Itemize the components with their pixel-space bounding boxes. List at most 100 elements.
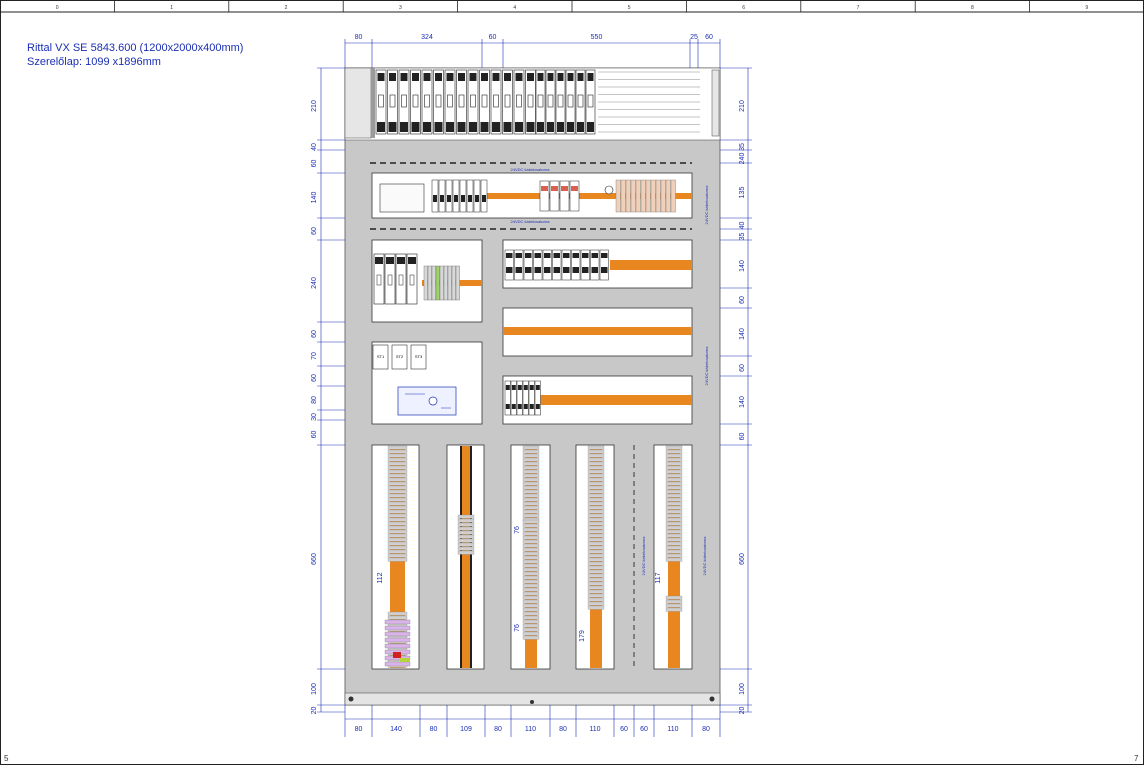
- terminal-block: [522, 505, 540, 510]
- terminal-block: [665, 493, 683, 498]
- terminal-block: [522, 563, 540, 568]
- terminal-block: [457, 534, 475, 539]
- terminal-block: [522, 513, 540, 518]
- terminal-block: [587, 469, 605, 474]
- top-breaker: [410, 69, 421, 135]
- terminal-block: [587, 537, 605, 542]
- terminal-block: [587, 585, 605, 590]
- terminal-block: [522, 615, 540, 620]
- main-switch: [397, 386, 457, 416]
- left-dimension-label: 40: [311, 143, 318, 151]
- terminal-block: [665, 461, 683, 466]
- terminal-block: [665, 517, 683, 522]
- power-supply-device: [379, 183, 425, 213]
- top-cable-entry: [344, 67, 372, 139]
- terminal-block: [387, 513, 408, 518]
- terminal-block: [650, 179, 656, 213]
- terminal-block: [387, 521, 408, 526]
- ruler-label: 8: [971, 5, 974, 11]
- terminal-block: [457, 518, 475, 523]
- top-dimension-label: 80: [355, 34, 363, 41]
- terminal-block: [645, 179, 651, 213]
- right-dimension-label: 135: [739, 187, 746, 199]
- terminal-block: [587, 605, 605, 610]
- terminal-block: [522, 461, 540, 466]
- relay-module: [504, 249, 514, 281]
- duct-label-vertical-1: 24VDC kábelcsatorna: [704, 185, 709, 225]
- terminal-block: [522, 631, 540, 636]
- terminal-block: [522, 465, 540, 470]
- terminal-block: [439, 265, 444, 301]
- terminal-block: [387, 501, 408, 506]
- terminal-block: [665, 457, 683, 462]
- mount-hole: [709, 696, 715, 702]
- relay-module: [542, 249, 552, 281]
- right-dimension-label: 60: [739, 364, 746, 372]
- ruler-label: 6: [742, 5, 745, 11]
- top-breaker: [444, 69, 456, 135]
- terminal-block: [587, 473, 605, 478]
- left-dimension-label: 660: [311, 553, 318, 565]
- relay-module: [514, 249, 524, 281]
- terminal-block: [587, 577, 605, 582]
- terminal-block: [587, 549, 605, 554]
- terminal-block: [665, 179, 671, 213]
- terminal-block: [587, 533, 605, 538]
- bottom-dimension-label: 80: [430, 726, 438, 733]
- left-dimension-label: 70: [311, 352, 318, 360]
- terminal-block: [587, 513, 605, 518]
- relay-module: [599, 249, 609, 281]
- terminal-block: [522, 599, 540, 604]
- terminal-block: [587, 505, 605, 510]
- plate-bottom-flange: [344, 692, 721, 706]
- right-dimension-label: 140: [739, 328, 746, 340]
- top-din-clip: [371, 68, 375, 138]
- mcb-breaker: [510, 380, 517, 416]
- top-breaker: [555, 69, 566, 135]
- terminal-block: [587, 445, 605, 450]
- right-dimension-label: 60: [739, 433, 746, 441]
- terminal-block: [522, 449, 540, 454]
- terminal-block: [387, 517, 408, 522]
- bottom-dimension-label: 110: [525, 726, 536, 733]
- terminal-block: [522, 531, 540, 536]
- terminal-block: [443, 265, 448, 301]
- panel1-terminals: [431, 179, 676, 213]
- panel3-relays: [504, 249, 609, 281]
- vertical-column: [371, 444, 420, 670]
- terminal-block: [423, 265, 428, 301]
- right-dimension-label: 40: [739, 222, 746, 230]
- terminal-block: [522, 583, 540, 588]
- terminal-block: [620, 179, 626, 213]
- duct-horizontal: [538, 395, 692, 405]
- terminal-block: [522, 493, 540, 498]
- terminal-block: [522, 551, 540, 556]
- fuse-terminal: [539, 180, 550, 212]
- duct-label-vertical-4: 24VDC kábelcsatorna: [702, 536, 707, 576]
- terminal-block: [522, 603, 540, 608]
- terminal-block: [387, 541, 408, 546]
- terminal-block: [522, 485, 540, 490]
- plate-size-label: Szerelőlap: 1099 x1896mm: [27, 56, 161, 68]
- left-dimension-label: 60: [311, 431, 318, 439]
- terminal-block: [587, 449, 605, 454]
- terminal-block: [387, 445, 408, 450]
- terminal-block: [522, 575, 540, 580]
- terminal-block: [587, 517, 605, 522]
- left-dimension-label: 60: [311, 330, 318, 338]
- bottom-dimension-label: 109: [460, 726, 472, 733]
- left-dimension-label: 100: [311, 683, 318, 695]
- terminal-block: [665, 557, 683, 562]
- mcb-breaker: [516, 380, 523, 416]
- top-breaker: [490, 69, 502, 135]
- top-breaker: [398, 69, 410, 135]
- terminal-block: [387, 453, 408, 458]
- right-dimension-label: 20: [739, 707, 746, 715]
- terminal-block: [427, 265, 432, 301]
- terminal-block: [587, 581, 605, 586]
- ruler-label: 4: [513, 5, 516, 11]
- terminal-block: [587, 485, 605, 490]
- terminal-block: [587, 521, 605, 526]
